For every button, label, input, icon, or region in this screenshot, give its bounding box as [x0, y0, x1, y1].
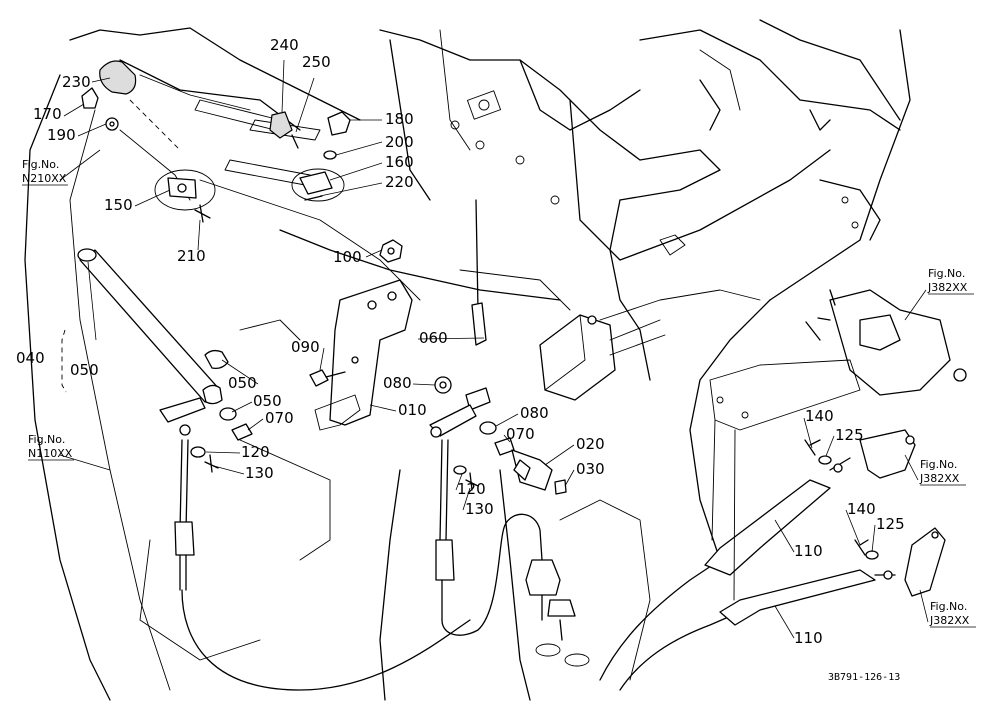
part-label-l120b: 120 — [457, 480, 486, 498]
part-label-l070b: 070 — [506, 425, 535, 443]
fig-ref-number: N210XX — [22, 172, 67, 185]
part-label-l070a: 070 — [265, 409, 294, 427]
part-label-l060: 060 — [419, 329, 448, 347]
figure-references: Fig.No.N210XXFig.No.N110XXFig.No.J382XXF… — [22, 158, 976, 628]
bracket-group — [309, 199, 567, 495]
part-label-l180: 180 — [385, 110, 414, 128]
part-label-l190: 190 — [47, 126, 76, 144]
leader-lines — [59, 59, 929, 639]
part-label-l140b: 140 — [847, 500, 876, 518]
fig-ref-title: Fig.No. — [928, 267, 965, 280]
fig-ref-n210: Fig.No.N210XX — [22, 158, 68, 186]
fig-ref-number: J382XX — [919, 472, 960, 485]
fig-ref-j382a: Fig.No.J382XX — [927, 267, 974, 295]
part-label-l240: 240 — [270, 36, 299, 54]
part-label-l050b: 050 — [228, 374, 257, 392]
middle-cable — [435, 439, 590, 667]
fig-ref-number: N110XX — [28, 447, 73, 460]
fig-ref-title: Fig.No. — [920, 458, 957, 471]
left-cable — [174, 439, 471, 691]
part-label-l010: 010 — [398, 401, 427, 419]
part-label-l160: 160 — [385, 153, 414, 171]
part-label-l200: 200 — [385, 133, 414, 151]
part-label-l250: 250 — [302, 53, 331, 71]
fig-ref-title: Fig.No. — [22, 158, 59, 171]
fig-ref-n110: Fig.No.N110XX — [28, 433, 74, 461]
fig-ref-title: Fig.No. — [28, 433, 65, 446]
part-label-l125b: 125 — [876, 515, 905, 533]
shaft-group — [77, 248, 253, 473]
fig-ref-j382b: Fig.No.J382XX — [919, 458, 966, 486]
part-label-l125a: 125 — [835, 426, 864, 444]
part-label-l040: 040 — [16, 349, 45, 367]
part-label-l210: 210 — [177, 247, 206, 265]
part-label-l090: 090 — [291, 338, 320, 356]
part-label-l080b: 080 — [520, 404, 549, 422]
part-label-l220: 220 — [385, 173, 414, 191]
part-label-l130b: 130 — [465, 500, 494, 518]
part-label-l030: 030 — [576, 460, 605, 478]
part-label-l050a: 050 — [70, 361, 99, 379]
drawing-code: 3B791-126-13 — [828, 672, 900, 683]
part-label-l130a: 130 — [245, 464, 274, 482]
support-block — [539, 234, 686, 401]
part-label-l080a: 080 — [383, 374, 412, 392]
fig-ref-title: Fig.No. — [930, 600, 967, 613]
part-label-l170: 170 — [33, 105, 62, 123]
part-label-l020: 020 — [576, 435, 605, 453]
part-label-l110b: 110 — [794, 629, 823, 647]
part-label-l140a: 140 — [805, 407, 834, 425]
part-label-l050c: 050 — [253, 392, 282, 410]
part-label-l100: 100 — [333, 248, 362, 266]
part-label-l110a: 110 — [794, 542, 823, 560]
part-label-l120a: 120 — [241, 443, 270, 461]
fig-ref-number: J382XX — [929, 614, 970, 627]
part-label-l230: 230 — [62, 73, 91, 91]
upper-knob-group — [81, 60, 351, 223]
part-label-l150: 150 — [104, 196, 133, 214]
fig-ref-j382c: Fig.No.J382XX — [929, 600, 976, 628]
fig-ref-number: J382XX — [927, 281, 968, 294]
right-cables — [599, 289, 967, 691]
